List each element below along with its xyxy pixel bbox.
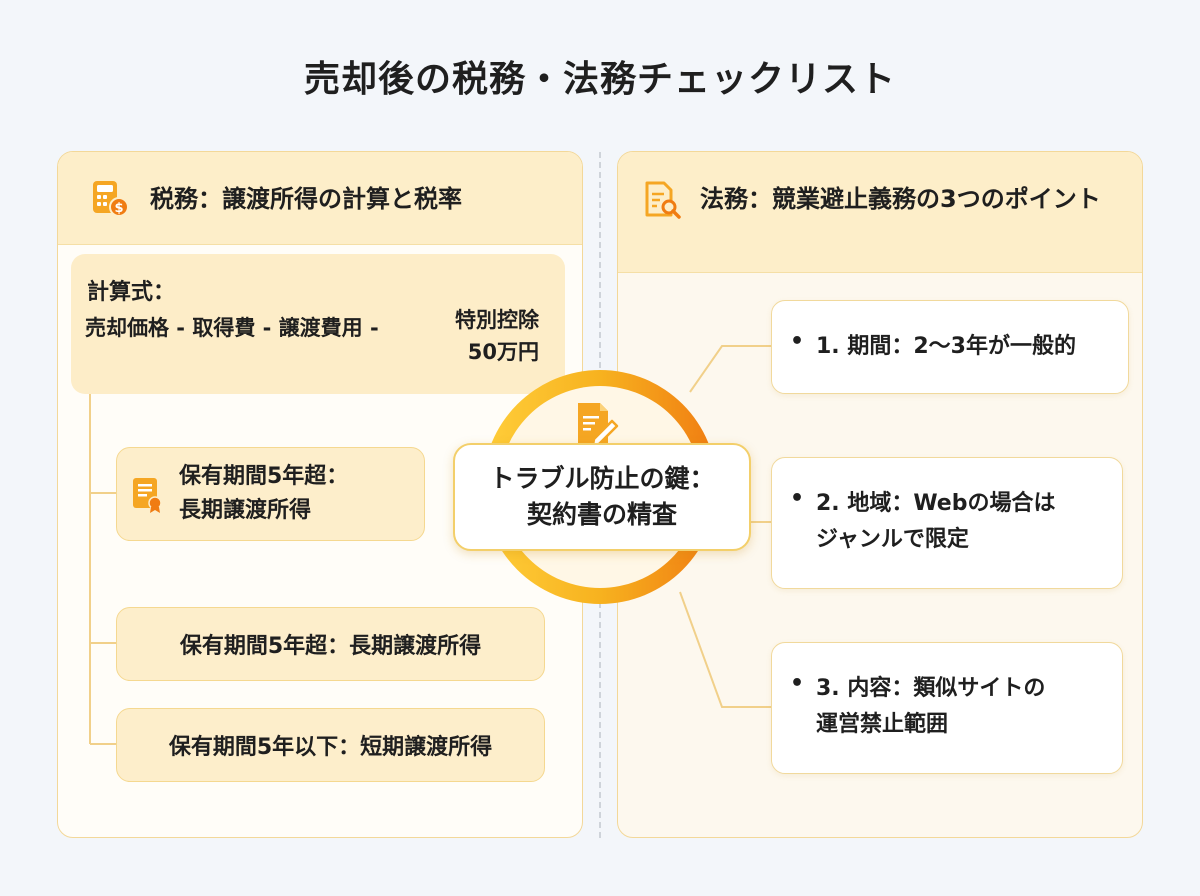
holding-long-card-2: 保有期間5年超：長期譲渡所得 bbox=[116, 607, 545, 681]
legal-point-region-line2: ジャンルで限定 bbox=[816, 527, 969, 552]
legal-point-region-text: 2. 地域：Webの場合は ジャンルで限定 bbox=[816, 486, 1055, 558]
page-title: 売却後の税務・法務チェックリスト bbox=[303, 59, 896, 100]
legal-heading: 法務：競業避止義務の3つのポイント bbox=[700, 185, 1101, 213]
holding-long-line1: 保有期間5年超： bbox=[179, 464, 349, 489]
holding-long-line2: 長期譲渡所得 bbox=[179, 498, 312, 523]
formula-parts: 売却価格 - 取得費 - 譲渡費用 - bbox=[85, 316, 379, 340]
formula-deduction: 特別控除 50万円 bbox=[455, 304, 539, 368]
document-pen-icon bbox=[578, 403, 619, 447]
center-key-box: トラブル防止の鍵： 契約書の精査 bbox=[453, 443, 751, 551]
certificate-icon bbox=[133, 478, 162, 513]
bullet: • bbox=[790, 671, 805, 696]
legal-point-region: • 2. 地域：Webの場合は ジャンルで限定 bbox=[771, 457, 1123, 589]
center-line2: 契約書の精査 bbox=[526, 500, 677, 529]
tax-panel-header: $ 税務：譲渡所得の計算と税率 bbox=[58, 152, 582, 245]
document-search-icon bbox=[645, 181, 681, 219]
tax-heading: 税務：譲渡所得の計算と税率 bbox=[150, 185, 462, 213]
legal-point-content-text: 3. 内容：類似サイトの 運営禁止範囲 bbox=[816, 671, 1045, 743]
legal-panel-header: 法務：競業避止義務の3つのポイント bbox=[618, 152, 1142, 273]
calculator-dollar-icon: $ bbox=[93, 181, 129, 217]
legal-point-period: • 1. 期間：2〜3年が一般的 bbox=[771, 300, 1129, 394]
legal-point-content-line2: 運営禁止範囲 bbox=[816, 712, 949, 737]
legal-point-content-line1: 3. 内容：類似サイトの bbox=[816, 676, 1046, 701]
bullet: • bbox=[790, 329, 805, 354]
holding-short-card: 保有期間5年以下：短期譲渡所得 bbox=[116, 708, 545, 782]
legal-point-period-text: 1. 期間：2〜3年が一般的 bbox=[816, 334, 1076, 359]
bullet: • bbox=[790, 486, 805, 511]
legal-panel: 法務：競業避止義務の3つのポイント • 1. 期間：2〜3年が一般的 • 2. … bbox=[617, 151, 1143, 838]
formula-deduction-line1: 特別控除 bbox=[455, 308, 539, 332]
legal-connector-lines bbox=[679, 345, 771, 708]
legal-point-content: • 3. 内容：類似サイトの 運営禁止範囲 bbox=[771, 642, 1123, 774]
legal-point-region-line1: 2. 地域：Webの場合は bbox=[816, 491, 1056, 516]
formula-box: 計算式： 売却価格 - 取得費 - 譲渡費用 - 特別控除 50万円 bbox=[71, 254, 565, 394]
svg-text:$: $ bbox=[114, 201, 123, 216]
formula-label: 計算式： bbox=[87, 280, 176, 305]
holding-long-card: 保有期間5年超： 長期譲渡所得 bbox=[116, 447, 425, 541]
tax-panel: $ 税務：譲渡所得の計算と税率 計算式： 売却価格 - 取得費 - 譲渡費用 -… bbox=[57, 151, 583, 838]
center-line1: トラブル防止の鍵： bbox=[489, 464, 715, 493]
formula-deduction-line2: 50万円 bbox=[467, 340, 539, 364]
holding-long-card-text: 保有期間5年超： 長期譲渡所得 bbox=[179, 460, 348, 528]
tax-connector-lines bbox=[89, 394, 116, 745]
